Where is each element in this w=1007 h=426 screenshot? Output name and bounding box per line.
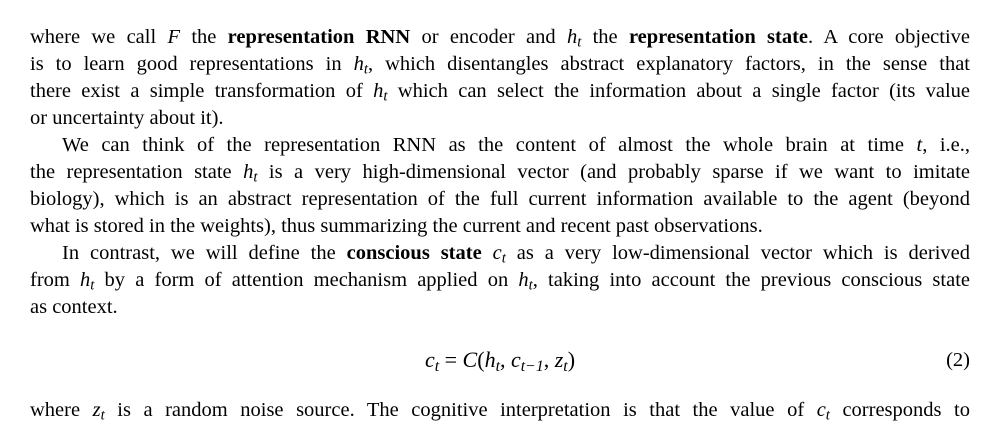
text-span: what is stored in the weights), thus sum… [30,215,763,237]
math-symbol-F: F [167,26,181,48]
math-symbol-h-t: ht [566,26,582,51]
math-symbol-h-t: ht [353,53,368,78]
text-span: . A core objective [808,26,971,48]
paper-page: where we call F the representation RNN o… [30,24,970,424]
math-subscript: t−1 [520,357,544,375]
math-subscript: t [100,407,105,424]
text-span: the [581,26,629,48]
text-span: as a very low-dimensional vector which i… [505,242,970,264]
text-span: corresponds to [829,399,970,421]
math-subscript: t [825,407,830,424]
math-subscript: t [363,61,368,78]
math-base: h [373,80,384,102]
paragraph-conscious-state: In contrast, we will define the consciou… [30,240,970,321]
text-span: biology), which is an abstract represent… [30,188,970,210]
math-symbol-h-t: ht [243,161,258,186]
text-line: there exist a simple transformation of h… [30,78,970,105]
math-base: z [92,399,101,421]
text-span: from [30,269,81,291]
math-symbol-h-t: ht [373,80,388,105]
text-line: biology), which is an abstract represent… [30,186,970,213]
text-span: as context. [30,296,118,318]
text-span: which can select the information about a… [387,80,970,102]
text-line: what is stored in the weights), thus sum… [30,213,970,240]
paren-close: ) [567,347,576,372]
math-symbol-t: t [916,134,923,156]
math-base: h [518,269,529,291]
equals-sign: = [439,347,463,372]
math-base: h [353,53,364,75]
text-span: We can think of the representation RNN a… [62,134,917,156]
text-span: or uncertainty about it). [30,107,224,129]
text-span: by a form of attention mechanism applied… [94,269,519,291]
math-symbol-z-t: zt [92,399,105,424]
comma: , [543,347,555,372]
math-symbol-c-t: ct [816,399,830,424]
text-span: , which disentangles abstract explanator… [367,53,970,75]
text-line: as context. [30,294,970,321]
equation-body: ct = C(ht, ct−1, zt) [30,347,970,375]
math-base: h [80,269,91,291]
function-C: C [462,347,478,372]
bold-term-representation-state: representation state [628,26,809,48]
math-base: c [510,347,521,372]
text-line: from ht by a form of attention mechanism… [30,267,970,294]
text-span: where we call [30,26,168,48]
math-symbol-h-t: ht [80,269,95,294]
math-subscript: t [253,169,258,186]
text-span: or encoder and [410,26,567,48]
math-base: c [424,347,435,372]
text-line: where we call F the representation RNN o… [30,24,970,51]
text-line: is to learn good representations in ht, … [30,51,970,78]
math-base: z [554,347,564,372]
text-line: where zt is a random noise source. The c… [30,397,970,424]
math-base: h [243,161,254,183]
text-span: the [180,26,228,48]
text-span: where [30,399,93,421]
math-subscript: t [495,357,500,375]
paragraph-representation-rnn: where we call F the representation RNN o… [30,24,970,132]
text-span: the representation state [30,161,244,183]
text-span: is a very high-dimensional vector (and p… [257,161,970,183]
math-base: h [484,347,496,372]
equation-number: (2) [946,349,970,371]
text-span: is a random noise source. The cognitive … [104,399,817,421]
text-line: the representation state ht is a very hi… [30,159,970,186]
math-subscript: t [528,277,533,294]
math-base: c [816,399,826,421]
math-subscript: t [563,357,568,375]
math-subscript: t [434,357,440,375]
text-span: In contrast, we will define the [62,242,347,264]
math-subscript: t [383,88,388,105]
text-line: or uncertainty about it). [30,105,970,132]
text-span: , i.e., [922,134,971,156]
equation-2: ct = C(ht, ct−1, zt) (2) [30,343,970,383]
text-span: is to learn good representations in [30,53,354,75]
math-base: c [492,242,502,264]
paragraph-brain-content: We can think of the representation RNN a… [30,132,970,240]
paren-open: ( [477,347,485,372]
paragraph-noise-source: where zt is a random noise source. The c… [30,397,970,424]
bold-term-representation-rnn: representation RNN [227,26,411,48]
bold-term-conscious-state: conscious state [346,242,482,264]
math-subscript: t [501,250,506,267]
math-base: h [566,26,578,48]
text-line: In contrast, we will define the consciou… [30,240,970,267]
math-subscript: t [577,34,582,51]
math-subscript: t [90,277,95,294]
math-symbol-c-t: ct [492,242,506,267]
math-symbol-h-t: ht [518,269,533,294]
comma: , [499,347,511,372]
text-span: there exist a simple transformation of [30,80,374,102]
text-span: , taking into account the previous consc… [532,269,970,291]
text-line: We can think of the representation RNN a… [30,132,970,159]
